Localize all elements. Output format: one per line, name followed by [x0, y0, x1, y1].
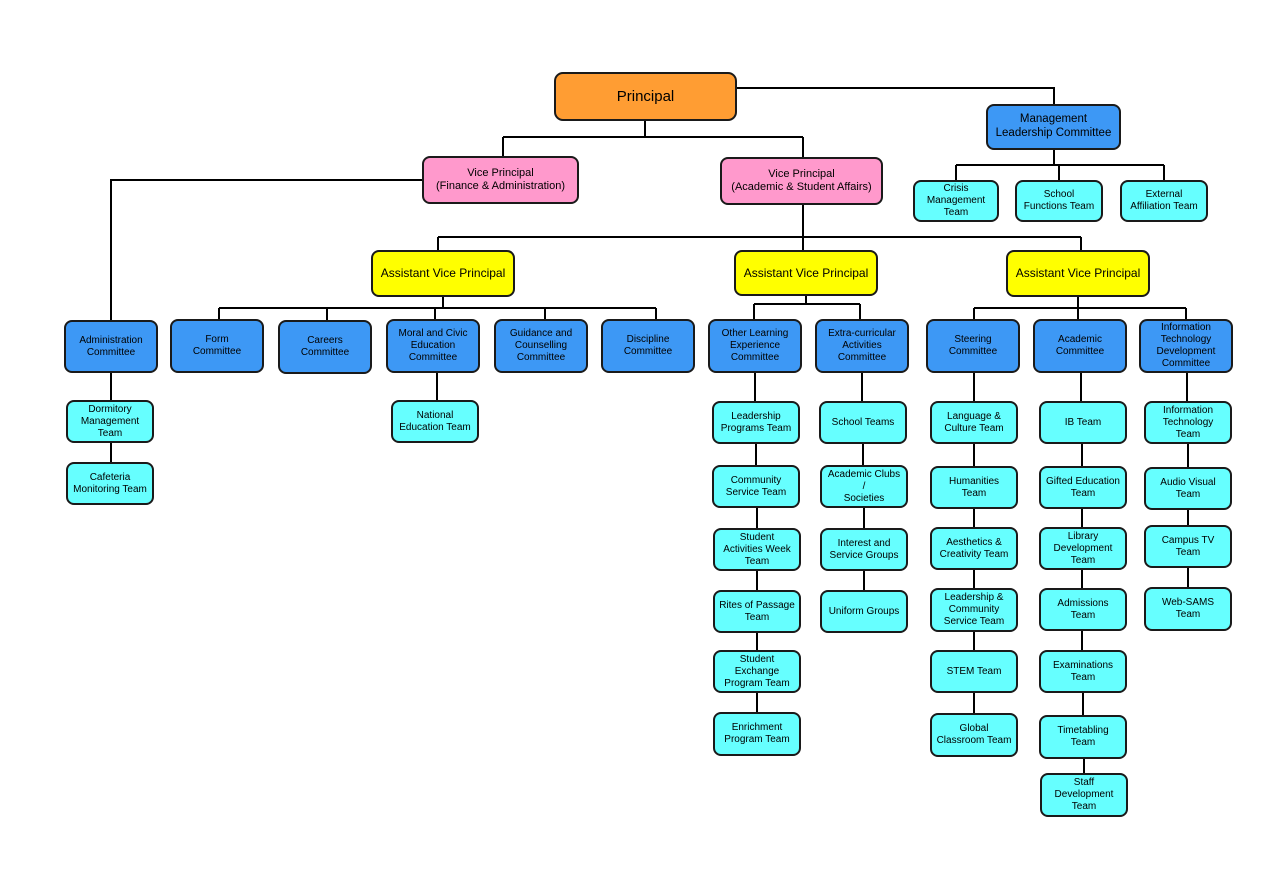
- node-form-committee: Form Committee: [170, 319, 264, 373]
- node-other-learning-experience-committee: Other Learning Experience Committee: [708, 319, 802, 373]
- node-academic-committee: Academic Committee: [1033, 319, 1127, 373]
- node-ib-team: IB Team: [1039, 401, 1127, 444]
- node-national-education-team: National Education Team: [391, 400, 479, 443]
- node-information-technology-team: Information Technology Team: [1144, 401, 1232, 444]
- node-information-technology-development-committee: Information Technology Development Commi…: [1139, 319, 1233, 373]
- node-language-culture-team: Language & Culture Team: [930, 401, 1018, 444]
- node-assistant-vice-principal-3: Assistant Vice Principal: [1006, 250, 1150, 297]
- node-web-sams-team: Web-SAMS Team: [1144, 587, 1232, 631]
- node-rites-of-passage-team: Rites of Passage Team: [713, 590, 801, 633]
- node-external-affiliation-team: External Affiliation Team: [1120, 180, 1208, 222]
- node-examinations-team: Examinations Team: [1039, 650, 1127, 693]
- node-campus-tv-team: Campus TV Team: [1144, 525, 1232, 568]
- node-discipline-committee: Discipline Committee: [601, 319, 695, 373]
- node-uniform-groups: Uniform Groups: [820, 590, 908, 633]
- node-management-leadership-committee: Management Leadership Committee: [986, 104, 1121, 150]
- node-steering-committee: Steering Committee: [926, 319, 1020, 373]
- node-enrichment-program-team: Enrichment Program Team: [713, 712, 801, 756]
- node-guidance-counselling-committee: Guidance and Counselling Committee: [494, 319, 588, 373]
- node-cafeteria-monitoring-team: Cafeteria Monitoring Team: [66, 462, 154, 505]
- node-careers-committee: Careers Committee: [278, 320, 372, 374]
- node-administration-committee: Administration Committee: [64, 320, 158, 373]
- node-moral-civic-education-committee: Moral and Civic Education Committee: [386, 319, 480, 373]
- node-audio-visual-team: Audio Visual Team: [1144, 467, 1232, 510]
- node-vice-principal-finance: Vice Principal (Finance & Administration…: [422, 156, 579, 204]
- node-assistant-vice-principal-1: Assistant Vice Principal: [371, 250, 515, 297]
- node-admissions-team: Admissions Team: [1039, 588, 1127, 631]
- node-school-teams: School Teams: [819, 401, 907, 444]
- node-stem-team: STEM Team: [930, 650, 1018, 693]
- node-gifted-education-team: Gifted Education Team: [1039, 466, 1127, 509]
- node-principal: Principal: [554, 72, 737, 121]
- node-global-classroom-team: Global Classroom Team: [930, 713, 1018, 757]
- node-vice-principal-academic: Vice Principal (Academic & Student Affai…: [720, 157, 883, 205]
- node-crisis-management-team: Crisis Management Team: [913, 180, 999, 222]
- node-aesthetics-creativity-team: Aesthetics & Creativity Team: [930, 527, 1018, 570]
- node-assistant-vice-principal-2: Assistant Vice Principal: [734, 250, 878, 296]
- node-timetabling-team: Timetabling Team: [1039, 715, 1127, 759]
- node-dormitory-management-team: Dormitory Management Team: [66, 400, 154, 443]
- node-school-functions-team: School Functions Team: [1015, 180, 1103, 222]
- node-interest-service-groups: Interest and Service Groups: [820, 528, 908, 571]
- node-leadership-community-service-team: Leadership & Community Service Team: [930, 588, 1018, 632]
- connector-line: [737, 87, 1055, 104]
- node-academic-clubs-societies: Academic Clubs / Societies: [820, 465, 908, 508]
- node-staff-development-team: Staff Development Team: [1040, 773, 1128, 817]
- node-library-development-team: Library Development Team: [1039, 527, 1127, 570]
- node-community-service-team: Community Service Team: [712, 465, 800, 508]
- node-leadership-programs-team: Leadership Programs Team: [712, 401, 800, 444]
- node-extra-curricular-activities-committee: Extra-curricular Activities Committee: [815, 319, 909, 373]
- node-student-exchange-program-team: Student Exchange Program Team: [713, 650, 801, 693]
- node-student-activities-week-team: Student Activities Week Team: [713, 528, 801, 571]
- connector-line: [110, 179, 422, 320]
- node-humanities-team: Humanities Team: [930, 466, 1018, 509]
